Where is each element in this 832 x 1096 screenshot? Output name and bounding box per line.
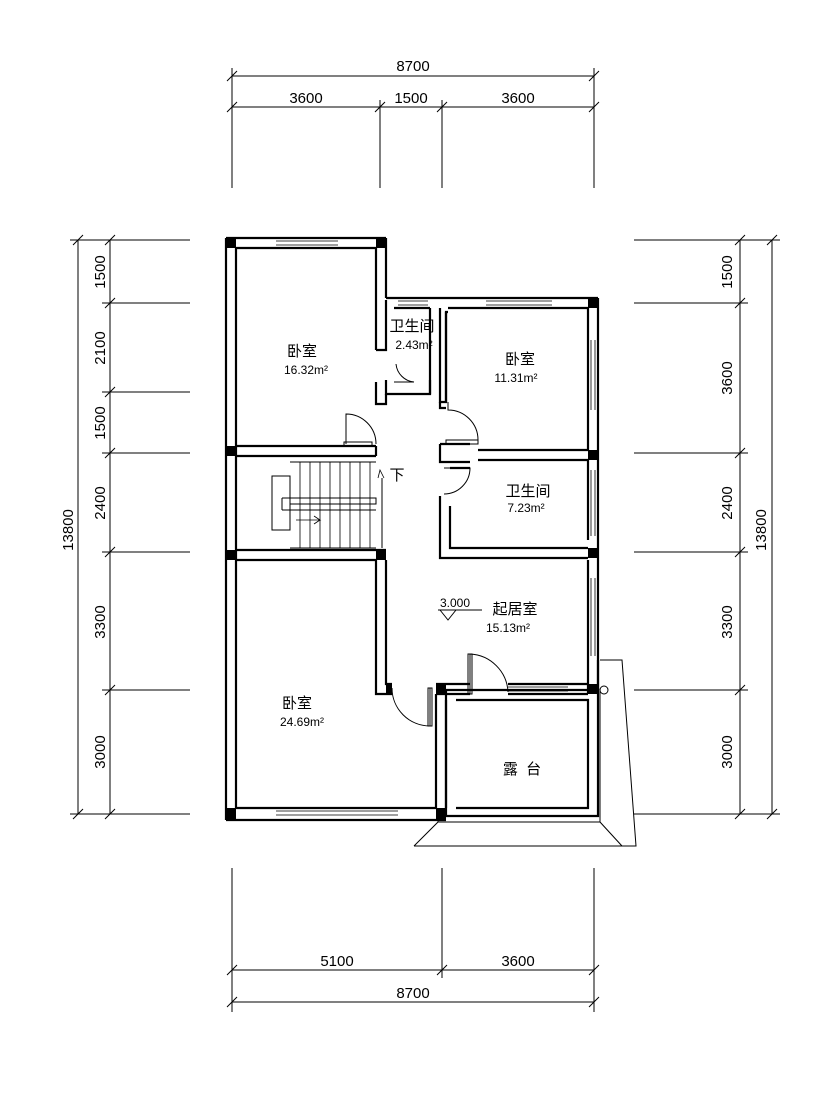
- room-area-bedroom-ne: 11.31m²: [494, 371, 537, 385]
- left-dimension-seg-6: 3000: [92, 735, 109, 768]
- room-name-terrace: 露 台: [503, 761, 541, 778]
- stair: [271, 461, 385, 549]
- right-dimension-seg-3: 2400: [719, 486, 736, 519]
- room-area-living: 15.13m²: [486, 621, 530, 635]
- bottom-total-dimension: 8700: [396, 985, 429, 1002]
- bottom-dimension-lines: [226, 868, 600, 1012]
- left-dimension-seg-5: 3300: [92, 605, 109, 638]
- structural-columns: [226, 238, 598, 820]
- room-name-bedroom-nw: 卧室: [287, 343, 317, 360]
- top-dimension-seg-2: 1500: [394, 90, 427, 107]
- stair-down-label: 下: [389, 467, 404, 484]
- top-total-dimension: 8700: [396, 58, 429, 75]
- room-name-bath-small: 卫生间: [389, 318, 434, 335]
- left-dimension-seg-4: 2400: [92, 486, 109, 519]
- bottom-dimension-seg-2: 3600: [501, 953, 534, 970]
- bottom-dimension-seg-1: 5100: [320, 953, 353, 970]
- right-dimension-seg-1: 1500: [719, 255, 736, 288]
- right-dimension-seg-5: 3000: [719, 735, 736, 768]
- top-dimension-seg-3: 3600: [501, 90, 534, 107]
- room-area-bedroom-nw: 16.32m²: [284, 363, 328, 377]
- left-dimension-seg-2: 2100: [92, 331, 109, 364]
- room-area-bath-east: 7.23m²: [507, 501, 544, 515]
- left-dimension-seg-1: 1500: [92, 255, 109, 288]
- doors: [343, 363, 509, 727]
- windows: [276, 237, 599, 821]
- terrace-parapet: [413, 659, 637, 847]
- left-total-dimension: 13800: [60, 509, 77, 551]
- elevation-label: 3.000: [440, 596, 470, 610]
- right-dimension-lines: [634, 234, 780, 820]
- right-dimension-seg-4: 3300: [719, 605, 736, 638]
- elevation-marker: [438, 609, 482, 621]
- right-total-dimension: 13800: [753, 509, 770, 551]
- left-dimension-seg-3: 1500: [92, 406, 109, 439]
- room-name-bedroom-ne: 卧室: [505, 351, 535, 368]
- left-dimension-lines: [70, 234, 190, 820]
- room-name-bedroom-sw: 卧室: [282, 695, 312, 712]
- room-area-bath-small: 2.43m²: [395, 338, 432, 352]
- right-dimension-seg-2: 3600: [719, 361, 736, 394]
- room-name-bath-east: 卫生间: [505, 483, 550, 500]
- top-dimension-lines: [226, 68, 600, 188]
- room-name-living: 起居室: [492, 601, 537, 618]
- walls: [224, 236, 600, 822]
- top-dimension-seg-1: 3600: [289, 90, 322, 107]
- room-area-bedroom-sw: 24.69m²: [280, 715, 324, 729]
